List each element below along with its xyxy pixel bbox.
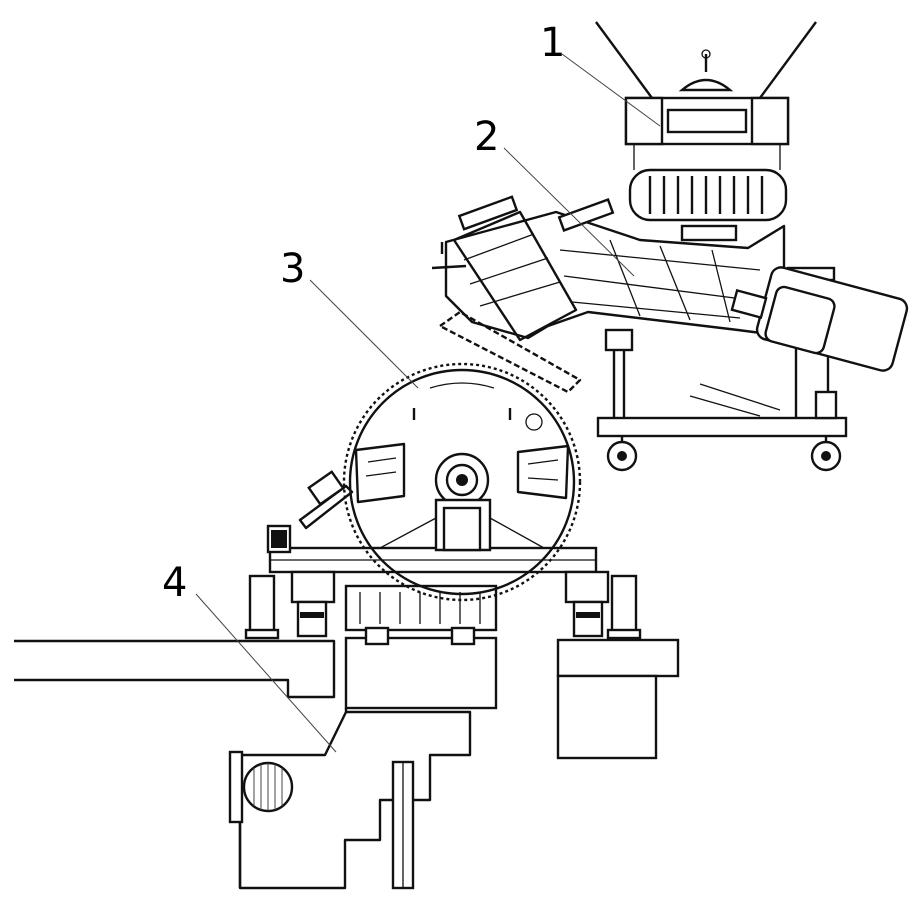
leader-line-1	[561, 53, 661, 127]
leader-line-4	[195, 593, 337, 753]
callout-3: 3	[280, 246, 305, 292]
callout-4: 4	[162, 560, 187, 606]
leader-line-3	[309, 279, 419, 389]
rotor-drum	[298, 362, 582, 602]
foundation-structure	[14, 636, 680, 890]
leader-lines	[195, 53, 661, 753]
callout-labels: 1 2 3 4	[162, 20, 565, 606]
callout-2: 2	[474, 114, 499, 160]
leader-line-2	[503, 147, 635, 277]
lifting-head	[595, 21, 817, 242]
motor-cart	[596, 266, 909, 472]
callout-1: 1	[540, 20, 565, 66]
feeder-chute	[431, 195, 786, 394]
